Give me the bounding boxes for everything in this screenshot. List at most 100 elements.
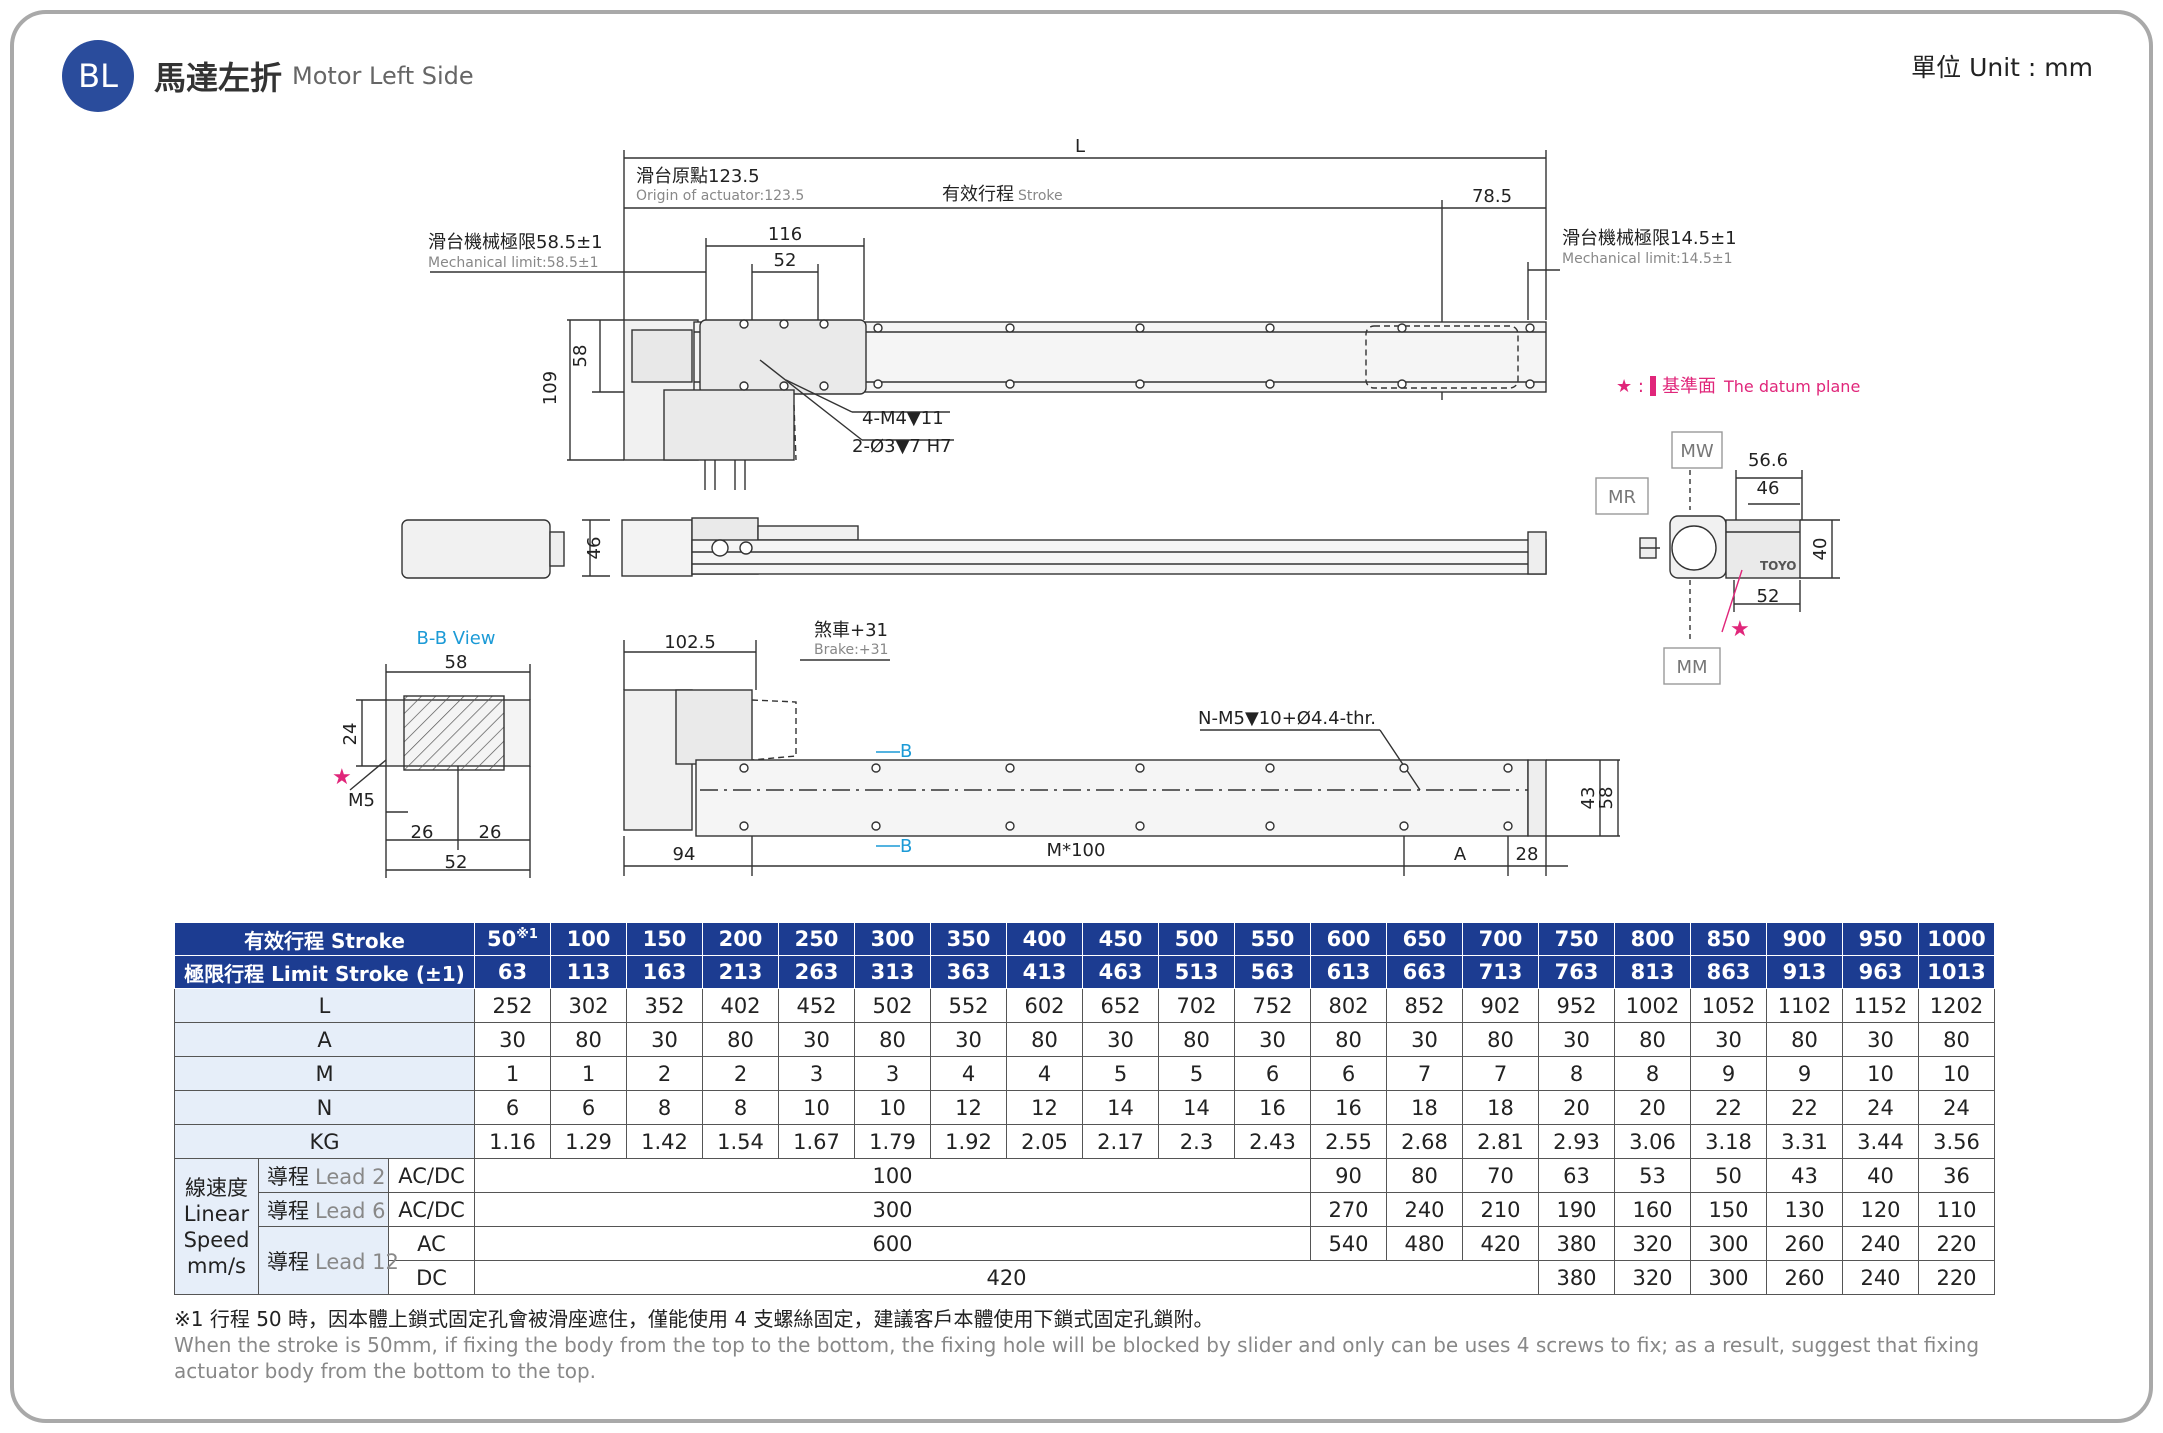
hole-dowel-label: 2-Ø3▼7 H7: [852, 436, 952, 457]
limit-cell: 163: [626, 955, 703, 989]
thread-label: N-M5▼10+Ø4.4-thr.: [1198, 708, 1376, 729]
bottom-view: [623, 640, 1620, 876]
stroke-label: 有效行程: [942, 184, 1014, 205]
speed-cell: 480: [1386, 1226, 1463, 1261]
bb-dim-52: 52: [445, 852, 468, 873]
mech-limit-right-en: Mechanical limit:14.5±1: [1562, 251, 1733, 267]
lead-zh: 導程: [267, 1249, 309, 1274]
stroke-cell: 450: [1082, 922, 1159, 956]
table-cell: 30: [778, 1022, 855, 1057]
table-cell: 752: [1234, 988, 1311, 1023]
bb-m5: M5: [348, 790, 375, 811]
speed-cell: 300: [1690, 1226, 1767, 1261]
dim-A: A: [1454, 844, 1467, 865]
table-cell: 20: [1538, 1090, 1615, 1125]
table-cell: 3.31: [1766, 1124, 1843, 1159]
table-cell: 1: [550, 1056, 627, 1091]
power-type: DC: [388, 1260, 475, 1295]
stroke-value: 150: [642, 927, 687, 951]
table-cell: 7: [1386, 1056, 1463, 1091]
table-cell: 1.79: [854, 1124, 931, 1159]
power-type: AC: [388, 1226, 475, 1261]
bb-dim-24: 24: [340, 723, 361, 746]
table-cell: 1.29: [550, 1124, 627, 1159]
table-cell: 3.06: [1614, 1124, 1691, 1159]
speed-cell: 120: [1842, 1192, 1919, 1227]
table-cell: 10: [854, 1090, 931, 1125]
dim-102-5: 102.5: [664, 632, 716, 653]
bb-dim-58: 58: [445, 652, 468, 673]
table-cell: 2: [702, 1056, 779, 1091]
limit-cell: 963: [1842, 955, 1919, 989]
table-cell: 252: [474, 988, 551, 1023]
bb-section-view: [349, 664, 531, 878]
dim-46b: 46: [1757, 478, 1780, 499]
table-cell: 2.81: [1462, 1124, 1539, 1159]
speed-label-line: Speed: [183, 1227, 250, 1252]
table-cell: 502: [854, 988, 931, 1023]
limit-cell: 363: [930, 955, 1007, 989]
stroke-cell: 600: [1310, 922, 1387, 956]
limit-cell: 263: [778, 955, 855, 989]
table-cell: 8: [626, 1090, 703, 1125]
stroke-value: 800: [1630, 927, 1675, 951]
stroke-cell: 900: [1766, 922, 1843, 956]
stroke-cell: 550: [1234, 922, 1311, 956]
datum-marker: [1650, 376, 1656, 396]
table-cell: 80: [854, 1022, 931, 1057]
lead-zh: 導程: [267, 1198, 309, 1223]
stroke-cell: 700: [1462, 922, 1539, 956]
table-cell: 902: [1462, 988, 1539, 1023]
datum-star: ★ :: [1616, 376, 1644, 397]
stroke-cell: 350: [930, 922, 1007, 956]
speed-cell: 160: [1614, 1192, 1691, 1227]
stroke-value: 100: [566, 927, 611, 951]
footnote-zh: ※1 行程 50 時，因本體上鎖式固定孔會被滑座遮住，僅能使用 4 支螺絲固定，…: [174, 1307, 1214, 1331]
table-cell: 6: [550, 1090, 627, 1125]
brake-label: 煞車+31: [814, 620, 888, 641]
speed-cell: 260: [1766, 1226, 1843, 1261]
table-cell: 852: [1386, 988, 1463, 1023]
stroke-cell: 950: [1842, 922, 1919, 956]
table-cell: 80: [1766, 1022, 1843, 1057]
table-cell: 3: [854, 1056, 931, 1091]
stroke-cell: 750: [1538, 922, 1615, 956]
hole-m4-label: 4-M4▼11: [862, 408, 944, 429]
table-cell: 1.67: [778, 1124, 855, 1159]
stroke-value: 550: [1250, 927, 1295, 951]
stroke-note-mark: ※1: [516, 927, 538, 942]
table-cell: 8: [1538, 1056, 1615, 1091]
table-cell: 2.3: [1158, 1124, 1235, 1159]
table-cell: 10: [1918, 1056, 1995, 1091]
stroke-value: 900: [1782, 927, 1827, 951]
table-cell: 80: [1006, 1022, 1083, 1057]
limit-cell: 713: [1462, 955, 1539, 989]
speed-label-line: 線速度: [185, 1175, 248, 1200]
limit-cell: 663: [1386, 955, 1463, 989]
table-cell: 702: [1158, 988, 1235, 1023]
stroke-cell: 1000: [1918, 922, 1995, 956]
limit-cell: 413: [1006, 955, 1083, 989]
table-cell: 652: [1082, 988, 1159, 1023]
section-b-top: B: [900, 741, 912, 762]
stroke-label: 有效行程 Stroke: [174, 922, 475, 956]
lead-value: Lead 12: [315, 1249, 399, 1274]
limit-cell: 563: [1234, 955, 1311, 989]
table-cell: 24: [1842, 1090, 1919, 1125]
speed-cell: 240: [1386, 1192, 1463, 1227]
table-cell: 8: [702, 1090, 779, 1125]
speed-cell: 320: [1614, 1260, 1691, 1295]
stroke-label-en: Stroke: [1018, 188, 1063, 204]
table-cell: 352: [626, 988, 703, 1023]
table-cell: 80: [1614, 1022, 1691, 1057]
speed-label-line: mm/s: [187, 1253, 246, 1278]
table-cell: 22: [1690, 1090, 1767, 1125]
stroke-value: 450: [1098, 927, 1143, 951]
